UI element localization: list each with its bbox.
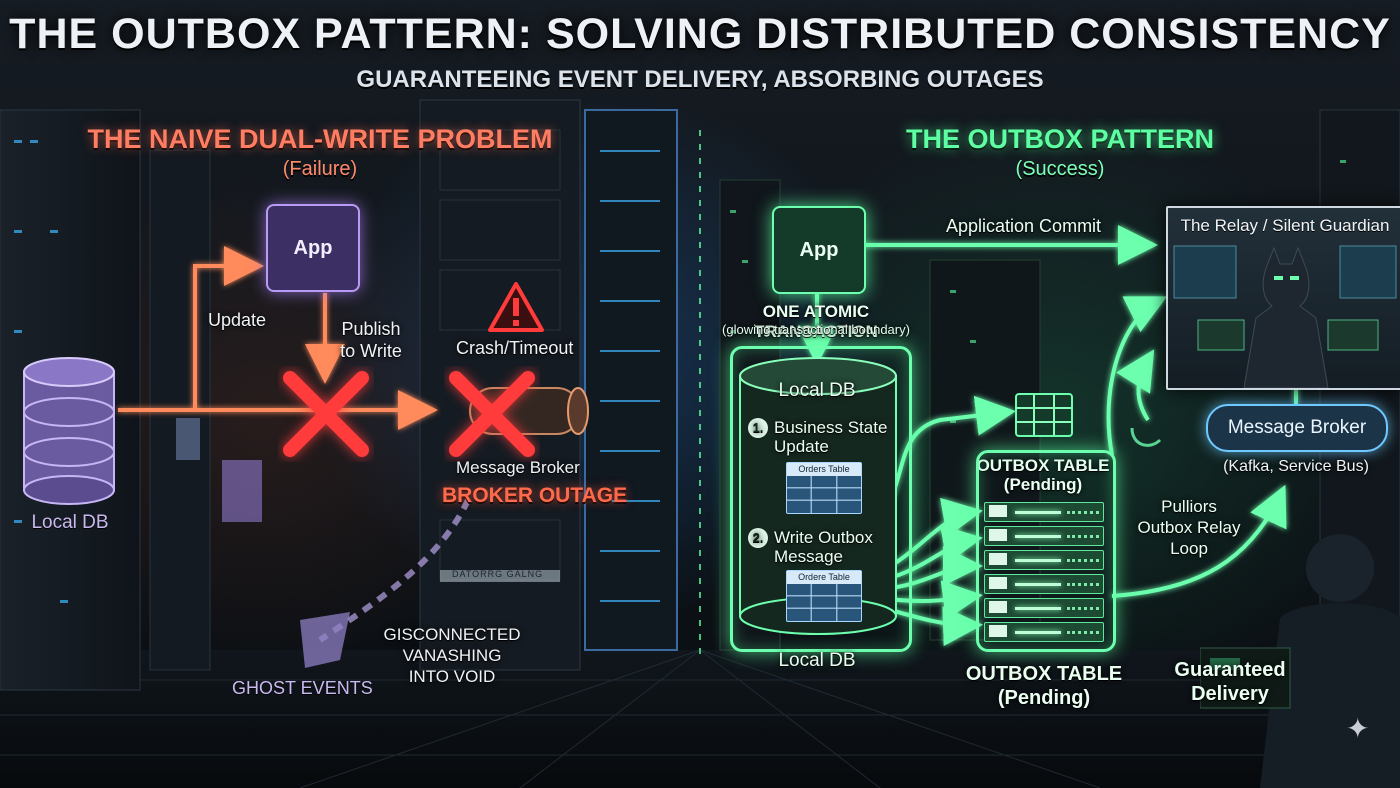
outbox-row — [984, 502, 1104, 522]
vanishing-label: GISCONNECTED VANASHING INTO VOID — [383, 625, 521, 686]
outbox-row — [984, 598, 1104, 618]
outbox-row — [984, 550, 1104, 570]
red-x-icon — [283, 371, 369, 457]
step-2: 2. Write Outbox Message — [748, 528, 898, 566]
step-2-label: Write Outbox Message — [774, 528, 873, 566]
step-1-badge: 1. — [748, 418, 768, 438]
page-title: THE OUTBOX PATTERN: SOLVING DISTRIBUTED … — [9, 10, 1391, 58]
app-label-left: App — [293, 236, 333, 259]
atomic-transaction-label: ONE ATOMIC TRANSACTION — [754, 302, 878, 341]
broker-examples-label: (Kafka, Service Bus) — [1223, 458, 1369, 475]
failure-heading: THE NAIVE DUAL-WRITE PROBLEM — [87, 124, 553, 154]
relay-guardian-panel: The Relay / Silent Guardian — [1166, 206, 1400, 390]
outbox-row — [984, 526, 1104, 546]
application-commit-label: Application Commit — [946, 216, 1102, 236]
sparkle-icon: ✦ — [1346, 713, 1370, 744]
orders-table-label: Orders Table — [787, 463, 861, 476]
app-label-right: App — [799, 238, 839, 261]
outbox-message-table: Ordere Table — [786, 570, 862, 622]
update-label: Update — [208, 310, 267, 330]
outbox-table-bottom-label: OUTBOX TABLE (Pending) — [965, 663, 1123, 709]
step-1: 1. Business State Update — [748, 418, 898, 456]
local-db-label-left: Local DB — [31, 512, 109, 533]
table-grid-icon — [1015, 393, 1073, 437]
relay-loop-label: Pulliors Outbox Relay Loop — [1137, 497, 1241, 558]
outbox-message-table-label: Ordere Table — [787, 571, 861, 584]
guardian-label: The Relay / Silent Guardian — [1180, 216, 1390, 235]
envelope-icon — [989, 529, 1007, 541]
outbox-table-frame — [976, 450, 1116, 652]
warning-triangle-icon — [488, 282, 544, 332]
outbox-table-top-label: OUTBOX TABLE (Pending) — [976, 456, 1110, 494]
local-db-bottom-label: Local DB — [778, 650, 856, 671]
local-db-title: Local DB — [778, 380, 856, 401]
envelope-icon — [989, 505, 1007, 517]
outbox-row — [984, 574, 1104, 594]
red-x-icon — [449, 371, 535, 457]
step-1-label: Business State Update — [774, 418, 888, 456]
orders-table: Orders Table — [786, 462, 862, 514]
success-heading: THE OUTBOX PATTERN — [906, 124, 1214, 154]
ghost-event-shape — [300, 612, 350, 668]
message-broker-label-right: Message Broker — [1227, 417, 1367, 438]
envelope-icon — [989, 601, 1007, 613]
message-broker-right: Message Broker — [1206, 404, 1388, 452]
crash-timeout-label: Crash/Timeout — [456, 338, 574, 358]
transaction-boundary — [730, 346, 912, 652]
outbox-rows — [976, 498, 1110, 648]
app-node-left: App — [266, 204, 360, 292]
operator-silhouette — [1200, 534, 1400, 788]
broker-outage-label: BROKER OUTAGE — [442, 484, 628, 507]
outbox-row — [984, 622, 1104, 642]
envelope-icon — [989, 577, 1007, 589]
rack-label: DATORRG GALNG — [452, 569, 544, 579]
success-subheading: (Success) — [1015, 158, 1105, 180]
guardian-figure — [1173, 245, 1397, 388]
guaranteed-delivery-label: Guaranteed Delivery — [1174, 659, 1286, 705]
envelope-icon — [989, 553, 1007, 565]
ghost-events-label: GHOST EVENTS — [232, 678, 373, 698]
envelope-icon — [989, 625, 1007, 637]
app-node-right: App — [772, 206, 866, 294]
page-subtitle: GUARANTEEING EVENT DELIVERY, ABSORBING O… — [356, 66, 1044, 93]
message-broker-label-left: Message Broker — [456, 458, 580, 477]
publish-label: Publish to Write — [340, 319, 402, 361]
step-2-badge: 2. — [748, 528, 768, 548]
atomic-transaction-sub: (glowing transactional boundary) — [722, 322, 910, 337]
local-db-cylinder-left — [23, 357, 115, 505]
failure-subheading: (Failure) — [282, 158, 358, 180]
